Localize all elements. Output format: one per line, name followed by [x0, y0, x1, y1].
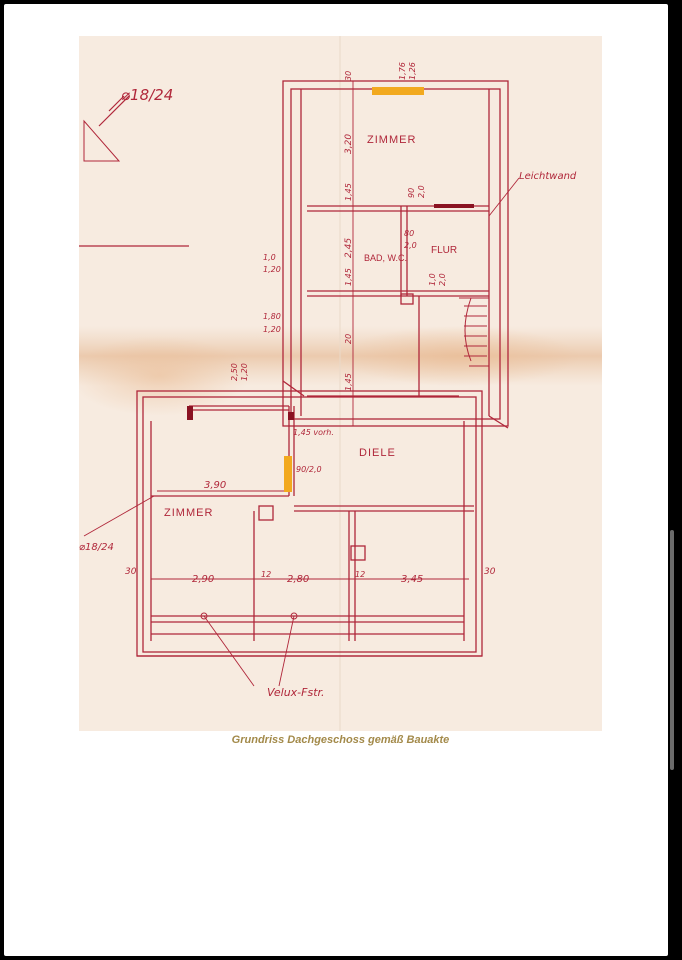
dim-90: 90	[407, 188, 416, 198]
dim-top-b: 1,26	[408, 62, 417, 80]
dim-bot-290: 2,90	[192, 574, 214, 585]
dim-20c: 2,0	[438, 273, 447, 286]
vertical-dimensions: 30 1,76 1,26 3,20 1,45 90 2,0 2,45 1,45 …	[230, 62, 447, 391]
room-label-diele: DIELE	[359, 447, 396, 459]
dim-20b: 2,0	[404, 241, 417, 250]
dim-250: 2,50	[230, 363, 239, 381]
dim-zimmer-h: 3,20	[344, 134, 354, 154]
dim-80: 80	[404, 229, 414, 238]
dim-145b: 1,45	[344, 268, 353, 286]
dim-bot-30b: 30	[484, 567, 496, 577]
dim-180: 1,80	[263, 312, 281, 321]
dim-145c: 1,45	[344, 373, 353, 391]
window-highlight	[372, 87, 424, 95]
dim-245: 2,45	[344, 238, 354, 258]
ref-label-left: ⌀18/24	[79, 542, 114, 553]
room-label-zimmer-top: ZIMMER	[367, 134, 416, 146]
dim-20a: 2,0	[417, 185, 426, 198]
dim-120a: 1,20	[263, 265, 281, 274]
door-highlight	[284, 456, 292, 492]
horizontal-dimensions: 80 2,0 1,0 1,20 1,80 1,20 3,90 30 2,90 1…	[125, 229, 496, 585]
leichtwand-label: Leichtwand	[519, 171, 577, 182]
wall-pillar	[288, 412, 294, 420]
room-label-zimmer-bottom: ZIMMER	[164, 507, 213, 519]
upper-wing-walls	[282, 80, 509, 427]
dim-390: 3,90	[204, 480, 226, 491]
dim-top-a: 1,76	[398, 62, 407, 80]
room-label-bad: BAD, W.C.	[364, 253, 407, 263]
floor-plan-drawing: ⌀18/24	[79, 36, 602, 731]
dim-bot-12b: 12	[355, 570, 365, 579]
dim-20d: 20	[344, 334, 353, 344]
dim-145a: 1,45	[344, 183, 353, 201]
floor-plan-scan: ⌀18/24	[79, 36, 602, 731]
dim-120c: 1,20	[240, 363, 249, 381]
water-stain	[79, 336, 249, 416]
document-page: ⌀18/24	[4, 4, 668, 956]
figure-caption: Grundriss Dachgeschoss gemäß Bauakte	[231, 734, 450, 746]
dim-10: 1,0	[263, 253, 276, 262]
dim-bot-30a: 30	[125, 567, 137, 577]
room-label-flur: FLUR	[431, 245, 457, 256]
ref-label-top: ⌀18/24	[121, 86, 173, 104]
section-marker	[79, 95, 189, 247]
wall-pillar	[187, 406, 193, 420]
scrollbar-thumb[interactable]	[670, 530, 674, 770]
dim-bot-345: 3,45	[401, 574, 423, 585]
dim-120b: 1,20	[263, 325, 281, 334]
dim-top-30: 30	[344, 71, 353, 81]
water-stain	[339, 326, 579, 386]
velux-label: Velux-Fstr.	[267, 686, 325, 699]
dim-bot-280: 2,80	[287, 574, 309, 585]
door-dimension-label: 90/2,0	[296, 465, 322, 474]
dim-bot-12a: 12	[261, 570, 271, 579]
staircase	[459, 297, 490, 367]
dimension-lines	[83, 80, 520, 687]
dim-100: 1,0	[428, 273, 437, 286]
vorh-label: 1,45 vorh.	[293, 428, 334, 437]
